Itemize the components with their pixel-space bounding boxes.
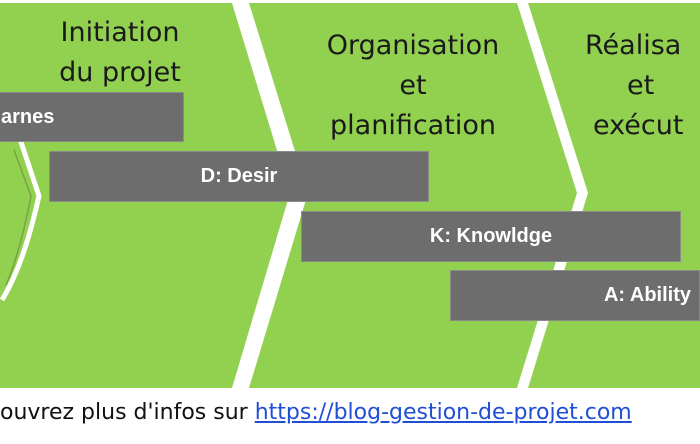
bar-label: arnes <box>1 105 55 128</box>
previous-chevron-shadow <box>5 149 32 286</box>
phase-title-initiation: Initiation du projet <box>20 13 220 93</box>
phase-title-organisation: Organisation et planification <box>298 26 528 146</box>
phase-title-line: planification <box>330 110 496 141</box>
bar-label: K: Knowldge <box>429 225 553 247</box>
phase-title-line: et <box>399 70 427 101</box>
bar-label: D: Desir <box>200 165 278 187</box>
phase-title-line: du projet <box>59 57 181 88</box>
phase-title-realisation: Réalisa et exécut <box>585 26 700 146</box>
phase-diagram: Initiation du projet Organisation et pla… <box>0 3 700 388</box>
phase-title-line: Réalisa <box>585 30 682 61</box>
phase-title-line: Initiation <box>60 17 180 48</box>
phase-title-line: et <box>627 70 655 101</box>
bar-knowledge: K: Knowldge <box>301 211 681 262</box>
bar-ability: A: Ability <box>450 270 700 321</box>
previous-chevron-edge <box>0 132 42 302</box>
bar-awareness: arnes <box>0 92 184 142</box>
footer-text: ouvrez plus d'infos sur https://blog-ges… <box>0 398 700 438</box>
phase-title-line: exécut <box>593 110 684 141</box>
footer-prefix: ouvrez plus d'infos sur <box>0 400 255 425</box>
blog-link[interactable]: https://blog-gestion-de-projet.com <box>254 400 632 425</box>
phase-title-line: Organisation <box>326 30 500 61</box>
bar-desire: D: Desir <box>49 151 429 202</box>
bar-label: A: Ability <box>603 284 691 306</box>
